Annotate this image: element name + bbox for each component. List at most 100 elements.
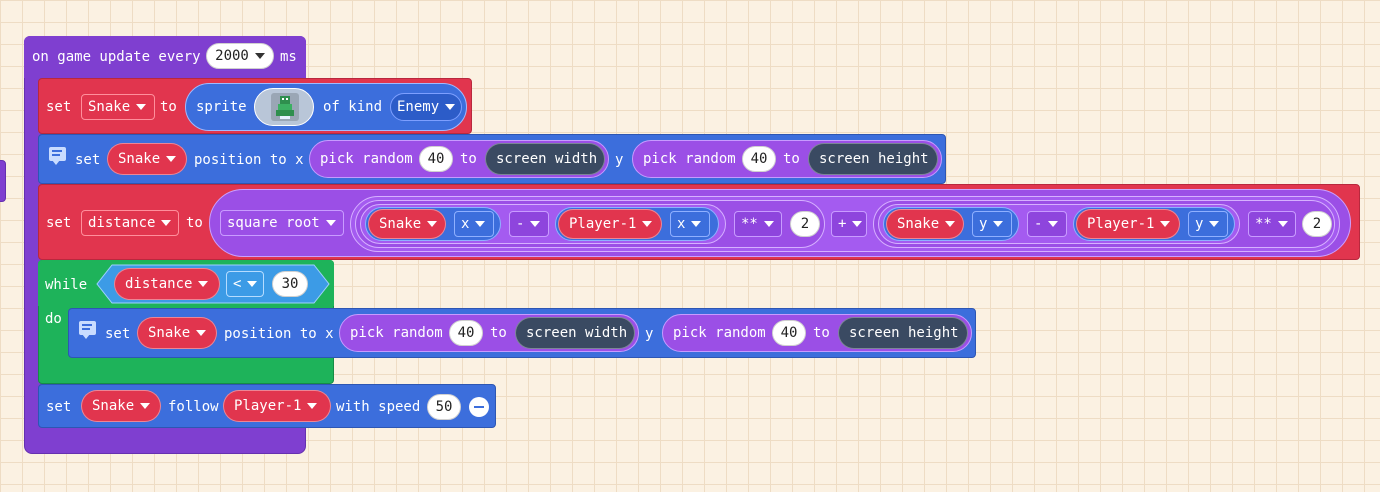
comparison-value: 30 <box>281 276 299 292</box>
sprite-dropdown-snake[interactable]: Snake <box>886 209 964 239</box>
random-min-x-field[interactable]: 40 <box>449 320 483 346</box>
variable-dropdown-snake[interactable]: Snake <box>137 317 217 349</box>
sprite-name: Player-1 <box>1087 216 1155 232</box>
variable-dropdown-snake[interactable]: Snake <box>81 94 155 120</box>
power-reporter-y[interactable]: Snake y - Player-1 y <box>873 200 1335 248</box>
variable-dropdown-distance[interactable]: distance <box>114 268 220 300</box>
property-value: x <box>461 216 470 232</box>
chevron-down-icon <box>307 403 318 409</box>
math-function-dropdown[interactable]: square root <box>220 210 344 236</box>
power-operator-dropdown[interactable]: ** <box>1248 211 1296 237</box>
player-y-reporter[interactable]: Player-1 y <box>1073 207 1235 241</box>
interval-value: 2000 <box>215 48 249 64</box>
property-value: x <box>677 216 686 232</box>
set-follow-block[interactable]: set Snake follow Player-1 with speed 50 <box>38 384 496 428</box>
position-to-x-label: position to x <box>224 326 334 342</box>
exponent-field[interactable]: 2 <box>1302 211 1332 237</box>
comparison-operator-dropdown[interactable]: < <box>226 271 264 297</box>
pick-random-y-reporter[interactable]: pick random 40 to screen height <box>632 140 942 178</box>
exponent-value: 2 <box>800 216 810 232</box>
pick-random-y-reporter[interactable]: pick random 40 to screen height <box>662 314 972 352</box>
set-label: set <box>46 215 72 231</box>
variable-name: Snake <box>92 398 135 414</box>
chevron-down-icon <box>530 221 541 227</box>
interval-dropdown[interactable]: 2000 <box>206 43 274 69</box>
chevron-down-icon <box>136 104 147 110</box>
set-position-block-in-loop[interactable]: set Snake position to x pick random 40 t… <box>68 308 976 358</box>
sprite-y-reporter[interactable]: Snake y <box>883 207 1019 241</box>
operator-value: ** <box>741 216 758 232</box>
pick-random-label: pick random <box>350 325 443 341</box>
chevron-down-icon <box>475 221 486 227</box>
screen-height-label: screen height <box>849 325 959 341</box>
chevron-down-icon <box>140 403 151 409</box>
screen-height-reporter[interactable]: screen height <box>838 317 968 349</box>
subtract-operator-dropdown[interactable]: - <box>1027 211 1067 237</box>
while-label: while <box>45 277 88 293</box>
chevron-down-icon <box>1160 221 1171 227</box>
chevron-down-icon <box>166 156 177 162</box>
chevron-down-icon <box>254 53 265 59</box>
operator-value: - <box>516 216 525 232</box>
pick-random-x-reporter[interactable]: pick random 40 to screen width <box>309 140 609 178</box>
sprite-dropdown-player[interactable]: Player-1 <box>1076 209 1180 239</box>
event-prefix-label: on game update every <box>32 49 201 65</box>
random-min-x-field[interactable]: 40 <box>419 146 453 172</box>
property-dropdown-y[interactable]: y <box>1188 211 1228 237</box>
sprite-x-reporter[interactable]: Snake x <box>365 207 501 241</box>
sprite-name: Player-1 <box>569 216 637 232</box>
comment-icon[interactable] <box>79 321 96 339</box>
exponent-field[interactable]: 2 <box>790 211 820 237</box>
random-min-y-field[interactable]: 40 <box>742 146 776 172</box>
subtraction-reporter-x[interactable]: Snake x - Player-1 x <box>360 204 726 244</box>
to-label: to <box>160 99 177 115</box>
sprite-dropdown-snake[interactable]: Snake <box>368 209 446 239</box>
sprite-dropdown-player[interactable]: Player-1 <box>558 209 662 239</box>
screen-width-reporter[interactable]: screen width <box>485 143 605 175</box>
event-suffix-label: ms <box>280 49 297 65</box>
subtract-operator-dropdown[interactable]: - <box>509 211 549 237</box>
pick-random-x-reporter[interactable]: pick random 40 to screen width <box>339 314 639 352</box>
chevron-down-icon <box>445 104 456 110</box>
set-label: set <box>105 326 131 342</box>
screen-height-reporter[interactable]: screen height <box>808 143 938 175</box>
subtraction-reporter-y[interactable]: Snake y - Player-1 y <box>878 204 1240 244</box>
power-reporter-x[interactable]: Snake x - Player-1 x <box>355 200 825 248</box>
power-operator-dropdown[interactable]: ** <box>734 211 782 237</box>
kind-dropdown[interactable]: Enemy <box>390 93 462 121</box>
set-distance-block[interactable]: set distance to square root Snake x <box>38 184 1360 260</box>
variable-dropdown-snake[interactable]: Snake <box>107 143 187 175</box>
random-min-y-field[interactable]: 40 <box>772 320 806 346</box>
player-x-reporter[interactable]: Player-1 x <box>555 207 719 241</box>
set-label: set <box>46 399 72 415</box>
plus-operator-dropdown[interactable]: + <box>831 211 867 237</box>
comparison-value-field[interactable]: 30 <box>272 271 308 297</box>
addition-reporter[interactable]: Snake x - Player-1 x <box>350 196 1340 252</box>
set-position-block[interactable]: set Snake position to x pick random 40 t… <box>38 134 946 184</box>
chevron-down-icon <box>196 330 207 336</box>
variable-name: distance <box>88 215 156 231</box>
set-sprite-block[interactable]: set Snake to sprite of kind Enemy <box>38 78 472 134</box>
remove-parameter-icon[interactable] <box>469 397 489 417</box>
random-min-y-value: 40 <box>750 151 768 167</box>
property-dropdown-y[interactable]: y <box>972 211 1012 237</box>
property-dropdown-x[interactable]: x <box>670 211 710 237</box>
sprite-image-picker[interactable] <box>254 88 314 126</box>
sprite-name: Snake <box>897 216 940 232</box>
screen-width-reporter[interactable]: screen width <box>515 317 635 349</box>
kind-value: Enemy <box>397 99 440 115</box>
variable-name: Snake <box>88 99 131 115</box>
speed-field[interactable]: 50 <box>427 394 461 420</box>
sprite-of-kind-reporter[interactable]: sprite of kind Enemy <box>185 83 467 131</box>
screen-width-label: screen width <box>496 151 598 167</box>
target-dropdown-player[interactable]: Player-1 <box>223 390 331 422</box>
variable-dropdown-distance[interactable]: distance <box>81 210 179 236</box>
variable-dropdown-snake[interactable]: Snake <box>81 390 161 422</box>
event-block-header[interactable]: on game update every 2000 ms <box>24 36 306 78</box>
property-dropdown-x[interactable]: x <box>454 211 494 237</box>
square-root-reporter[interactable]: square root Snake x - <box>209 189 1351 257</box>
random-min-x-value: 40 <box>457 325 475 341</box>
chevron-down-icon <box>325 220 336 226</box>
screen-width-label: screen width <box>526 325 628 341</box>
comment-icon[interactable] <box>49 147 66 165</box>
